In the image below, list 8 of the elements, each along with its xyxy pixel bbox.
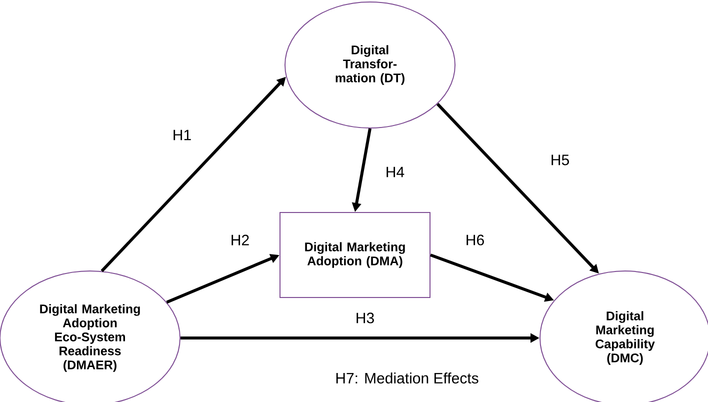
note-text: H7: Mediation Effects — [336, 372, 478, 384]
edge-label: H3 — [356, 312, 374, 324]
edge-label: H4 — [386, 166, 404, 178]
edge-label: H6 — [466, 234, 484, 246]
edge-label: H1 — [174, 130, 191, 140]
construct-box: Digital Marketing Adoption (DMA) — [280, 212, 430, 298]
edge-label: H2 — [232, 234, 249, 246]
edge-label: H5 — [552, 154, 569, 166]
